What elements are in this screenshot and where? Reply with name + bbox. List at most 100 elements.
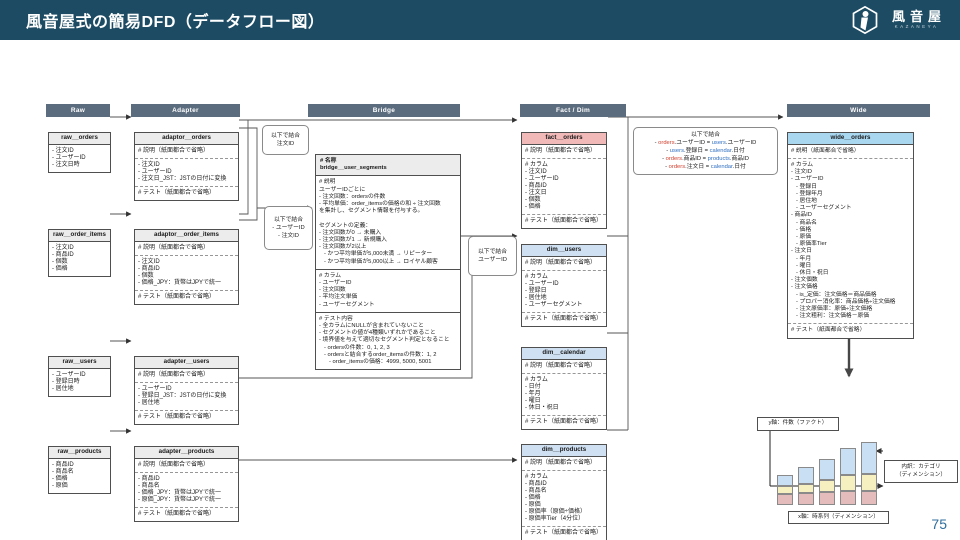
table-title: raw__order_items <box>49 230 110 242</box>
text-line: - 価格 <box>525 494 541 501</box>
table-test: # テスト（紙面都合で省略） <box>522 311 606 326</box>
bridge-name-label: # 名称 <box>320 158 337 164</box>
text-line: - 注文回数が2以上 <box>319 244 367 251</box>
text-line: - 注文日 <box>525 189 547 196</box>
text-line: - 注文ID <box>52 244 74 251</box>
text-line: - 注文ID <box>791 169 812 176</box>
text-line: 注文ID <box>276 141 295 147</box>
join-note-bridge: 以下で結合- ユーザーID- 注文ID <box>264 206 313 250</box>
bridge-desc: # 説明ユーザーIDごとに- 注文回数：ordersの件数- 平均単価：orde… <box>316 176 460 268</box>
text-line: - users.登録日 = calendar.日付 <box>666 148 745 154</box>
kazaneya-logo: 風音屋 KAZANEYA <box>850 5 946 35</box>
table-title: adapter__users <box>135 357 238 369</box>
mini-chart-bar-segment-bottom <box>798 493 814 505</box>
table-desc: # 説明（紙面都合で省略） <box>138 147 210 154</box>
text-line: 以下で結合 <box>478 249 507 255</box>
mini-chart-bar <box>777 475 793 505</box>
text-line: - 原価_JPY：貨幣はJPYで統一 <box>138 496 222 503</box>
mini-chart-bar-segment-middle <box>840 475 856 491</box>
text-line: - ユーザーID <box>138 385 172 392</box>
table-adaptor-orders: adaptor__orders # 説明（紙面都合で省略） - 注文ID- ユー… <box>134 132 239 201</box>
text-line: # カラム <box>525 273 548 280</box>
text-line: - ユーザーID <box>525 175 559 182</box>
table-test: # テスト（紙面都合で省略） <box>522 213 606 228</box>
text-line: - 原価 <box>525 501 541 508</box>
text-line: - 個数 <box>138 272 154 279</box>
text-line: - 商品名 <box>138 482 160 489</box>
table-raw-products: raw__products - 商品ID- 商品名- 価格- 原価 <box>48 446 111 494</box>
table-desc: # 説明（紙面都合で省略） <box>138 461 210 468</box>
table-dim-products: dim__products # 説明（紙面都合で省略） # カラム- 商品ID-… <box>521 444 607 540</box>
text-line: - 注文回数が1 → 新規購入 <box>319 237 387 244</box>
table-title: raw__users <box>49 357 110 369</box>
text-line: # カラム <box>525 376 548 383</box>
table-desc: # 説明（紙面都合で省略） <box>138 371 210 378</box>
text-line: - 注文日_JST：JSTの日付に変換 <box>138 175 227 182</box>
text-line: - 日付 <box>525 383 541 390</box>
text-line: - orders.ユーザーID = users.ユーザーID <box>654 140 757 146</box>
text-line: - orders.注文日 = calendar.日付 <box>665 164 746 170</box>
text-line: を集計し、セグメント情報を付与する。 <box>319 208 424 215</box>
text-line: - 注文ID <box>525 168 547 175</box>
table-fields: - 商品ID- 商品名- 価格_JPY：貨幣はJPYで統一- 原価_JPY：貨幣… <box>135 471 238 507</box>
column-header-wide: Wide <box>787 104 930 117</box>
mini-chart-bar-segment-top <box>861 442 877 474</box>
table-title: fact__orders <box>522 133 606 145</box>
text-line: - orders.商品ID = products.商品ID <box>662 156 749 162</box>
text-line: - 平均注文単価 <box>319 294 358 301</box>
table-fields: # カラム- 注文ID- ユーザーID- 商品ID- 注文日- 個数- 価格 <box>522 157 606 214</box>
text-line: - 居住地 <box>138 399 160 406</box>
table-title: adapter__products <box>135 447 238 459</box>
table-test: # テスト（紙面都合で省略） <box>135 506 238 521</box>
join-note-fact: 以下で結合注文ID <box>262 125 309 155</box>
text-line: - 価格 <box>525 203 541 210</box>
text-line: - 商品名 <box>525 487 547 494</box>
table-title: raw__orders <box>49 133 110 145</box>
text-line: - 商品ID <box>138 475 160 482</box>
mini-chart-bar-segment-top <box>777 475 793 486</box>
text-line: - 居住地 <box>52 385 74 392</box>
table-title: dim__calendar <box>522 348 606 360</box>
text-line: - 注文個数 <box>791 277 818 284</box>
column-header-raw: Raw <box>46 104 110 117</box>
table-test: # テスト（紙面都合で省略） <box>135 185 238 200</box>
bridge-tests: # テスト内容- 全カラムにNULLが含まれていないこと- セグメントの値が4種… <box>316 311 460 369</box>
text-line: - ユーザーセグメント <box>319 301 375 308</box>
text-line: - 注文ID <box>278 233 299 239</box>
text-line: - 注文日時 <box>52 161 80 168</box>
table-fields: - 注文ID- ユーザーID- 注文日_JST：JSTの日付に変換 <box>135 157 238 186</box>
mini-chart-bar-segment-bottom <box>861 491 877 505</box>
table-fields: - 注文ID- 商品ID- 個数- 価格 <box>49 242 110 276</box>
text-line: - 注文回数が0 → 未購入 <box>319 229 382 236</box>
text-line: - 商品ID <box>138 265 160 272</box>
text-line: - ユーザーID <box>791 176 824 183</box>
table-fields: # カラム- ユーザーID- 登録日- 居住地- ユーザーセグメント <box>522 269 606 312</box>
table-adaptor-order-items: adaptor__order_items # 説明（紙面都合で省略） - 注文I… <box>134 229 239 305</box>
text-line: - ユーザーセグメント <box>525 301 583 308</box>
mini-chart-bar <box>840 448 856 505</box>
column-header-fact-dim: Fact / Dim <box>520 104 626 117</box>
table-fields: - ユーザーID- 登録日時- 居住地 <box>49 369 110 396</box>
mini-chart-bars <box>777 441 879 505</box>
title-bar: 風音屋式の簡易DFD（データフロー図） 風音屋 KAZANEYA <box>0 0 960 40</box>
table-desc: # 説明（紙面都合で省略） <box>525 459 597 466</box>
table-fields: - 注文ID- ユーザーID- 注文日時 <box>49 145 110 172</box>
table-fields: # カラム- 商品ID- 商品名- 価格- 原価- 原価率（原価÷価格）- 原価… <box>522 469 606 526</box>
text-line: # カラム <box>525 161 548 168</box>
table-title: adaptor__orders <box>135 133 238 145</box>
text-line: - ユーザーID <box>52 154 86 161</box>
table-bridge-user-segments: # 名称 bridge__user_segments # 説明ユーザーIDごとに… <box>315 154 461 371</box>
text-line: - 注文回数：ordersの件数 <box>319 193 386 200</box>
text-line: - ordersの件数：0, 1, 2, 3 <box>324 344 390 351</box>
text-line: - 登録日_JST：JSTの日付に変換 <box>138 392 227 399</box>
table-fields: - 商品ID- 商品名- 価格- 原価 <box>49 459 110 493</box>
text-line: - 登録日 <box>796 183 817 190</box>
text-line: - 注文ID <box>52 147 74 154</box>
mini-chart-bar <box>861 442 877 505</box>
text-line <box>319 215 457 222</box>
text-line: - 個数 <box>525 196 541 203</box>
mini-chart-bar-segment-middle <box>798 484 814 493</box>
table-adapter-users: adapter__users # 説明（紙面都合で省略） - ユーザーID- 登… <box>134 356 239 425</box>
text-line: - 価格_JPY：貨幣はJPYで統一 <box>138 489 222 496</box>
table-title: dim__users <box>522 245 606 257</box>
